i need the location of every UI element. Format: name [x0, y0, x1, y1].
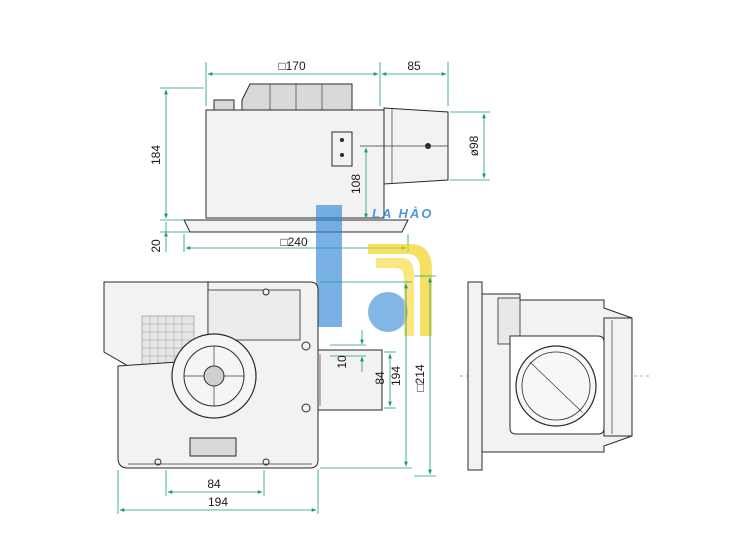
terminal-plate — [331, 131, 353, 167]
outlet-duct — [317, 349, 383, 411]
end-view — [460, 281, 652, 471]
side-dimensions: □170 85 184 20 □240 ø98 108 — [149, 59, 490, 253]
side-body — [205, 109, 385, 219]
dim-offset-small: 10 — [335, 355, 349, 369]
screw — [301, 403, 311, 413]
logo-arc-yellow — [368, 244, 432, 336]
logo-dot-blue — [368, 292, 408, 332]
dim-height-total: 184 — [149, 145, 163, 165]
watermark-logo: LA HÀO — [316, 205, 433, 336]
bottom-dimensions: 10 84 194 □214 84 194 — [117, 275, 436, 514]
motor-housing-top — [241, 83, 353, 113]
dim-top-width: □170 — [278, 59, 306, 73]
dim-panel-square: □214 — [413, 364, 427, 392]
side-view — [183, 83, 449, 233]
screw — [301, 341, 311, 351]
dim-body-depth: 194 — [389, 366, 403, 386]
dim-grille-width: □240 — [280, 235, 308, 249]
motor-bracket — [207, 289, 301, 341]
logo-text: LA HÀO — [372, 206, 433, 221]
dim-grille-height: 20 — [149, 239, 163, 253]
duct-opening — [515, 345, 597, 427]
fan-hub — [203, 365, 225, 387]
logo-bar-blue — [316, 205, 342, 327]
dim-outlet-width: 84 — [373, 371, 387, 385]
dim-bottom-total: 194 — [208, 495, 228, 509]
dim-duct-diameter: ø98 — [467, 135, 481, 156]
grille-clip — [189, 437, 237, 457]
bottom-view — [103, 281, 383, 469]
end-grille — [467, 281, 483, 471]
side-grille — [183, 219, 409, 233]
dim-bottom-inner: 84 — [207, 477, 221, 491]
dim-duct-length: 85 — [407, 59, 421, 73]
dim-duct-center-height: 108 — [349, 174, 363, 194]
